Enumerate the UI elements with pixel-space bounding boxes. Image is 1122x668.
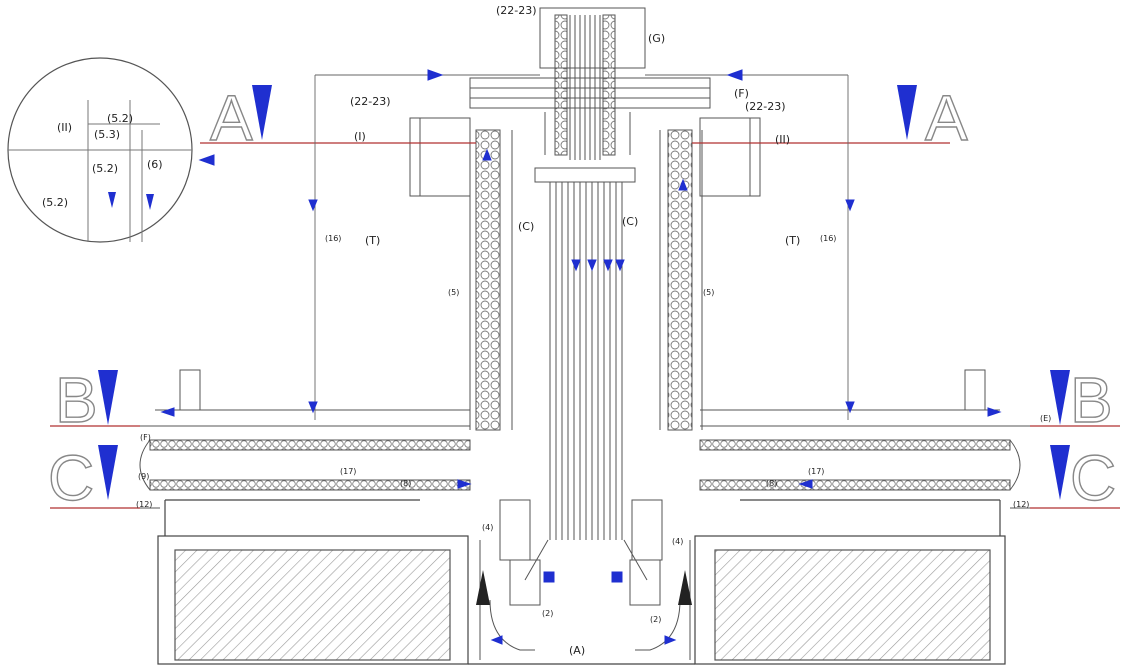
label-t-right: (T) [785, 234, 800, 247]
section-a-right: A [925, 82, 968, 154]
left-coil-column [409, 117, 513, 431]
labels: (22-23) (G) (22-23) (22-23) (F) (I) (II)… [136, 4, 1051, 657]
lower-fittings [479, 499, 691, 660]
label-5-left: (5) [448, 288, 459, 297]
right-coil-column [659, 117, 761, 431]
label-i-left: (I) [354, 130, 366, 143]
label-f-right: (F) [734, 87, 749, 100]
label-16-right: (16) [820, 234, 836, 243]
label-f-left: (F) [140, 433, 151, 442]
section-c-left-marker [98, 445, 118, 500]
label-e-right: (E) [1040, 414, 1051, 423]
detail-label-6: (6) [147, 158, 163, 171]
label-17-right: (17) [808, 467, 824, 476]
detail-label-5-2a: (5.2) [107, 112, 133, 125]
section-a-left: A [210, 82, 253, 154]
label-16-left: (16) [325, 234, 341, 243]
section-c-right-marker [1050, 445, 1070, 500]
right-triangle-marker [678, 570, 692, 605]
section-a-right-marker [897, 85, 917, 140]
detail-labels: (II) (5.2) (5.3) (5.2) (6) (5.2) [42, 112, 163, 209]
dimension-lines [314, 74, 849, 420]
label-2-left: (2) [542, 609, 553, 618]
label-17-left: (17) [340, 467, 356, 476]
label-c-coil-left: (C) [518, 220, 534, 233]
label-9: (9) [138, 472, 149, 481]
arrow-coil-right [678, 178, 688, 191]
detail-label-5-2c: (5.2) [42, 196, 68, 209]
bottom-markers [476, 570, 692, 605]
label-ii-right: (II) [775, 133, 790, 146]
label-4-left: (4) [482, 523, 493, 532]
label-12-left: (12) [136, 500, 152, 509]
label-t-left: (T) [365, 234, 380, 247]
label-8-right: (8) [766, 479, 777, 488]
section-markers [98, 85, 1070, 500]
left-triangle-marker [476, 570, 490, 605]
flow-arrows [107, 69, 1002, 645]
arrow-top-left [427, 69, 444, 81]
label-12-right: (12) [1013, 500, 1029, 509]
central-column [524, 7, 648, 581]
arrow-left-out [198, 154, 215, 166]
label-right-22-23: (22-23) [745, 100, 786, 113]
section-b-right-marker [1050, 370, 1070, 425]
detail-label-ii: (II) [57, 121, 72, 134]
label-5-right: (5) [703, 288, 714, 297]
section-letters: A A B B C C [47, 81, 1117, 514]
section-a-left-marker [252, 85, 272, 140]
label-c-coil-right: (C) [622, 215, 638, 228]
arrow-top-right [726, 69, 743, 81]
section-b-left-marker [98, 370, 118, 425]
section-c-left: C [48, 442, 94, 514]
foundation [157, 499, 1006, 665]
arrow-coil-left [482, 148, 492, 161]
section-c-right: C [1070, 442, 1116, 514]
label-8-left: (8) [400, 479, 411, 488]
horizontal-pipes [50, 369, 1120, 509]
label-4-right: (4) [672, 537, 683, 546]
label-a-bottom: (A) [569, 644, 585, 657]
label-top-dim: (22-23) [496, 4, 537, 17]
detail-label-5-3: (5.3) [94, 128, 120, 141]
top-manifold [469, 77, 711, 155]
detail-label-5-2b: (5.2) [92, 162, 118, 175]
label-left-22-23: (22-23) [350, 95, 391, 108]
label-2-right: (2) [650, 615, 661, 624]
section-b-right: B [1070, 364, 1113, 436]
detail-circle [7, 57, 193, 243]
red-pipes [50, 142, 1120, 509]
label-g: (G) [648, 32, 665, 45]
section-b-left: B [55, 364, 98, 436]
